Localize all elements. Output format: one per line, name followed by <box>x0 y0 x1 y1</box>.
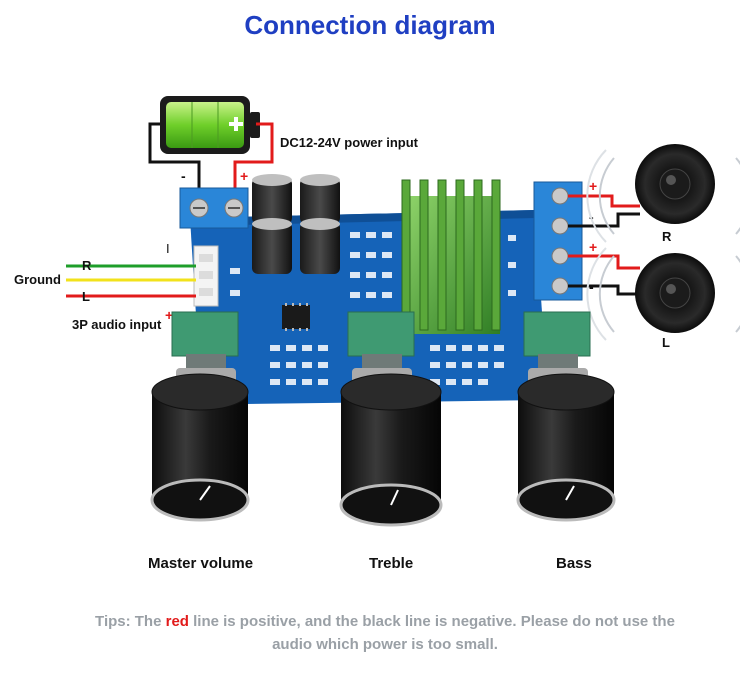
speaker-left-label: L <box>662 335 670 350</box>
speaker-terminal <box>533 181 583 301</box>
page-title: Connection diagram <box>244 10 496 40</box>
knob-bass-icon <box>516 373 616 522</box>
knob-master-icon <box>150 373 250 522</box>
potentiometers <box>171 311 591 386</box>
knob-treble-icon <box>339 373 443 527</box>
master-volume-label: Master volume <box>148 555 254 572</box>
audio-channel-mark: I <box>166 241 170 256</box>
tips-prefix: Tips: The <box>95 613 166 630</box>
capacitors <box>252 174 340 274</box>
audio-plus-sign: + <box>165 307 173 323</box>
speaker-l-minus-sign: - <box>589 279 594 295</box>
audio-wires <box>66 264 196 298</box>
audio-input-connector <box>193 245 219 307</box>
speaker-r-plus-sign: + <box>589 178 597 194</box>
speaker-left-icon <box>586 247 740 341</box>
tips-red-word: red <box>165 613 189 630</box>
speaker-l-plus-sign: + <box>589 239 597 255</box>
speaker-wires <box>568 194 640 296</box>
power-input-label: DC12-24V power input <box>280 135 418 150</box>
audio-ground-label: Ground <box>14 272 61 287</box>
tips-text: Tips: The red line is positive, and the … <box>90 610 680 656</box>
power-terminal <box>179 187 249 229</box>
battery-icon <box>160 96 260 154</box>
audio-input-label: 3P audio input <box>72 317 162 332</box>
audio-r-label: R <box>82 258 92 273</box>
heat-sink <box>401 179 501 334</box>
audio-l-label: L <box>82 289 90 304</box>
power-plus-sign: + <box>240 168 248 184</box>
treble-label: Treble <box>369 555 414 572</box>
bass-label: Bass <box>556 555 592 572</box>
speaker-right-icon <box>586 144 740 243</box>
power-minus-sign: - <box>181 168 186 184</box>
speaker-right-label: R <box>662 229 672 244</box>
tips-suffix: line is positive, and the black line is … <box>188 613 675 653</box>
power-wires <box>148 122 274 200</box>
